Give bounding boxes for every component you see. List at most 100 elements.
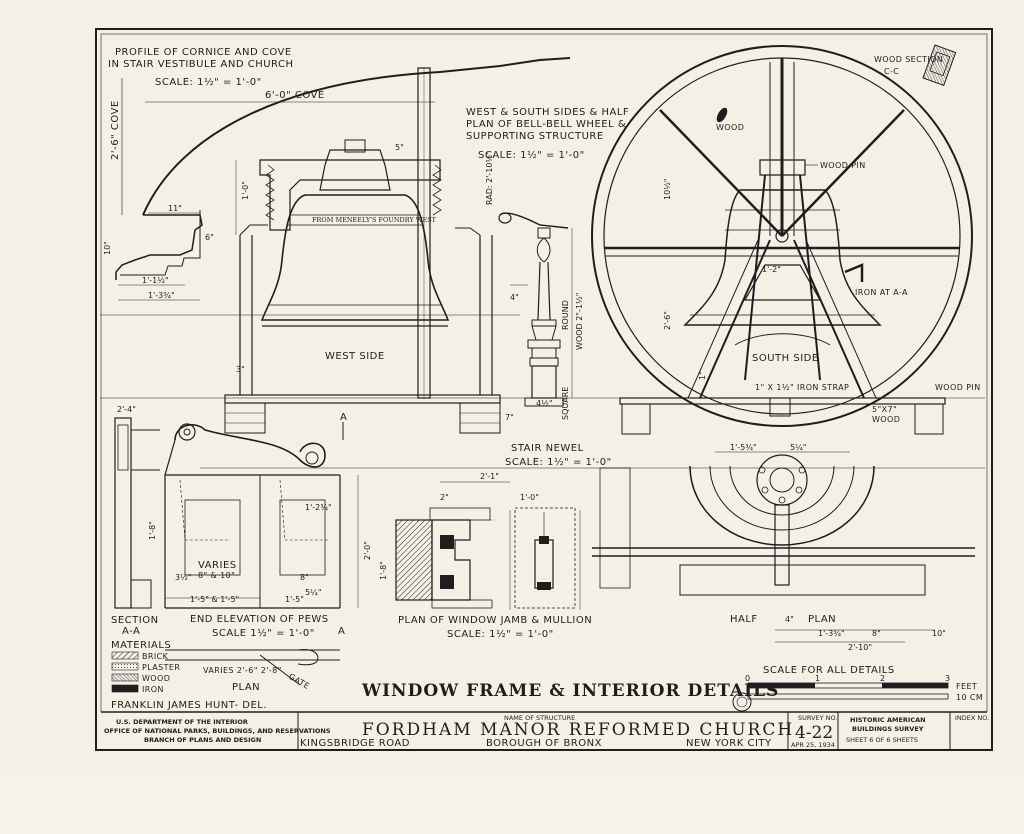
habs-1: HISTORIC AMERICAN xyxy=(850,716,926,724)
structure-name: FORDHAM MANOR REFORMED CHURCH xyxy=(362,720,794,740)
window-title: PLAN OF WINDOW JAMB & MULLION xyxy=(398,615,592,626)
cornice-profile: PROFILE OF CORNICE AND COVE IN STAIR VES… xyxy=(100,47,571,316)
bell-title-3: SUPPORTING STRUCTURE xyxy=(466,131,604,142)
dim-5: 5" xyxy=(395,143,404,152)
plan-label: PLAN xyxy=(808,614,836,625)
title-block: U.S. DEPARTMENT OF THE INTERIOR OFFICE O… xyxy=(101,711,989,750)
stair-newel: ROUND WOOD 2"-1½" SQUARE 4½" 7" STAIR NE… xyxy=(498,212,612,468)
round-wood: ROUND xyxy=(561,300,570,330)
pews-15b: 1'-5" xyxy=(285,595,304,604)
dim-124: 1'-2¾" xyxy=(305,503,332,512)
newel-scale: SCALE: 1½" = 1'-0" xyxy=(505,456,612,468)
bell-inscription: FROM MENEELY'S FOUNDRY WEST xyxy=(312,216,437,224)
bell-scale: SCALE: 1½" = 1'-0" xyxy=(478,149,585,161)
dim-6: 6" xyxy=(205,233,214,242)
dim-54b: 5¼" xyxy=(790,443,807,452)
varies-label: VARIES xyxy=(198,560,237,571)
bell-title: WEST & SOUTH SIDES & HALF PLAN OF BELL-B… xyxy=(466,107,629,205)
dim-210: 2'-10" xyxy=(848,643,872,652)
wood-5x7-b: WOOD xyxy=(872,415,900,424)
cove-height-label: 2'-6" COVE xyxy=(110,100,121,160)
scale-all-label: SCALE FOR ALL DETAILS xyxy=(763,665,895,676)
dim-4b: 4" xyxy=(785,615,794,624)
pews-15: 1'-5" & 1'-5" xyxy=(190,595,239,604)
dim-3: 3" xyxy=(236,365,245,374)
rad-label: RAD: 2'-10½" xyxy=(485,151,494,205)
dim-18: 1'-8" xyxy=(148,521,157,540)
dim-32: 3½" xyxy=(175,573,192,582)
wood-pin-label: WOOD PIN xyxy=(820,161,866,170)
habs-2: BUILDINGS SURVEY xyxy=(852,725,924,733)
bell-title-1: WEST & SOUTH SIDES & HALF xyxy=(466,107,629,118)
window-jamb: 2'-1" 2" 1'-0" 1'-8" PLAN OF WINDOW JAMB… xyxy=(379,472,592,640)
survey-no: 4-22 xyxy=(795,723,833,743)
dim-7: 7" xyxy=(505,413,514,422)
wood-pin-2-label: WOOD PIN xyxy=(935,383,981,392)
dim-26: 2'-6" xyxy=(663,311,672,330)
sheet-of: SHEET 6 OF 6 SHEETS xyxy=(846,736,918,744)
window-scale: SCALE: 1½" = 1'-0" xyxy=(447,628,554,640)
mat-iron: IRON xyxy=(142,685,164,694)
dim-1012: 10½" xyxy=(663,178,672,200)
dim-10-plan: 10" xyxy=(932,629,946,638)
plan-2-label: PLAN xyxy=(232,682,260,693)
hsb-seal xyxy=(732,692,752,712)
sheet-title-area: WINDOW FRAME & INTERIOR DETAILS SCALE FO… xyxy=(361,665,983,712)
scale-3: 3 xyxy=(945,674,951,683)
dim-24: 2'-4" xyxy=(117,405,136,414)
cornice-scale: SCALE: 1½" = 1'-0" xyxy=(155,76,262,88)
dim-58: 5¼" xyxy=(305,588,322,597)
name-of-structure-label: NAME OF STRUCTURE xyxy=(504,714,575,722)
cove-width-label: 6'-0" COVE xyxy=(265,90,325,101)
section-aa-2: A-A xyxy=(122,626,140,637)
agency-1: U.S. DEPARTMENT OF THE INTERIOR xyxy=(116,718,248,726)
dim-4: 4" xyxy=(510,293,519,302)
varies-gate: VARIES 2'-6" 2'-8" xyxy=(203,666,282,675)
mat-wood: WOOD xyxy=(142,674,170,683)
dim-54a: 1'-5¾" xyxy=(730,443,757,452)
section-aa-1: SECTION xyxy=(111,615,159,626)
dim-112: 1'-1½" xyxy=(142,276,169,285)
pews-scale: SCALE 1½" = 1'-0" xyxy=(212,627,315,639)
agency-3: BRANCH OF PLANS AND DESIGN xyxy=(144,736,261,744)
wood-section-label: WOOD SECTION xyxy=(874,55,943,64)
index-label: INDEX NO. xyxy=(955,714,989,722)
materials-legend: MATERIALS BRICK PLASTER WOOD IRON FRANKL… xyxy=(111,640,267,711)
wood-5x7: 5"X7" xyxy=(872,405,897,414)
half-plan: 1'-5¾" 5¼" HALF PLAN 1'-3¾" 8" 10" 2'-10… xyxy=(592,443,975,652)
dim-11: 11" xyxy=(168,204,182,213)
dim-8: 8" xyxy=(872,629,881,638)
mat-brick: BRICK xyxy=(142,652,169,661)
scale-1: 1 xyxy=(815,674,821,683)
cornice-title-1: PROFILE OF CORNICE AND COVE xyxy=(115,47,292,58)
south-side-label: SOUTH SIDE xyxy=(752,353,819,364)
section-a-mark-2: A xyxy=(338,626,345,637)
sheet-border xyxy=(95,28,993,751)
varies-dims: 8" & 10" xyxy=(198,571,235,580)
survey-date: APR 25, 1934 xyxy=(791,741,835,749)
road: KINGSBRIDGE ROAD xyxy=(300,738,410,749)
section-a-mark-1: A xyxy=(340,412,347,423)
dim-42: 4½" xyxy=(536,399,553,408)
wood-label: WOOD xyxy=(716,123,744,132)
round-wood-2: WOOD 2"-1½" xyxy=(575,293,584,350)
dim-122: 1'-2" xyxy=(762,265,781,274)
half-label: HALF xyxy=(730,614,758,625)
iron-strap-label: 1" X 1½" IRON STRAP xyxy=(755,383,849,392)
dim-134b: 1'-3¾" xyxy=(148,291,175,300)
dim-10b: 10" xyxy=(103,241,112,255)
bell-title-2: PLAN OF BELL-BELL WHEEL & xyxy=(466,119,626,130)
window-dim-18: 1'-8" xyxy=(379,561,388,580)
dim-21: 2'-1" xyxy=(480,472,499,481)
sheet-title: WINDOW FRAME & INTERIOR DETAILS xyxy=(361,681,779,701)
dim-1: 1" xyxy=(698,371,707,380)
dim-10: 1'-0" xyxy=(241,181,250,200)
wood-section-cc: C-C xyxy=(884,67,899,76)
pews-20: 2'-0" xyxy=(363,541,372,560)
stair-newel-label: STAIR NEWEL xyxy=(511,443,584,454)
west-side-label: WEST SIDE xyxy=(325,351,385,362)
bell-wheel: SOUTH SIDE 1" X 1½" IRON STRAP WOOD WOOD… xyxy=(591,44,981,435)
dim-8b: 8" xyxy=(300,573,309,582)
